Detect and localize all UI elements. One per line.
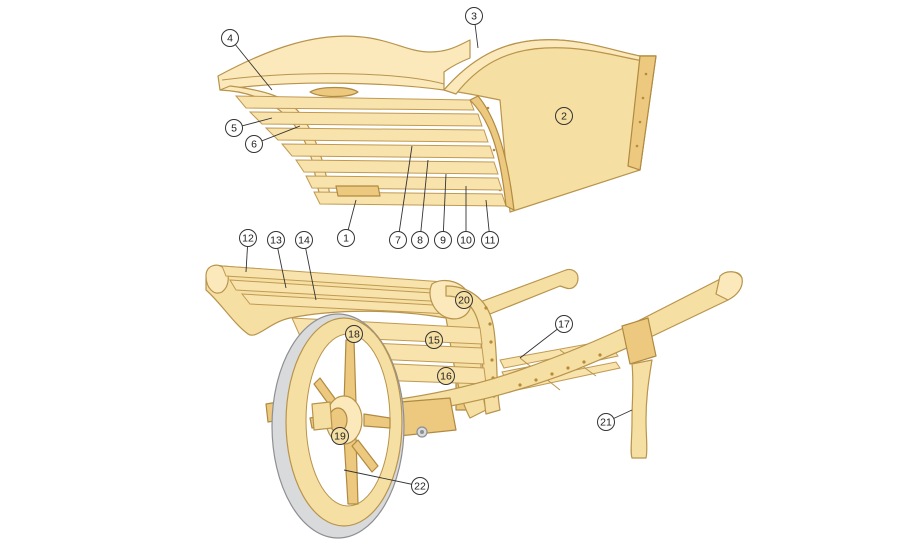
callout-label: 6 — [251, 139, 257, 151]
callout-10: 10 — [457, 231, 475, 249]
callout-label: 9 — [440, 235, 446, 247]
callout-circle — [239, 229, 257, 247]
leader-line-8 — [419, 159, 429, 241]
callout-label: 15 — [428, 335, 440, 347]
callout-label: 22 — [414, 481, 426, 493]
back-panel — [217, 35, 471, 91]
callout-circle — [221, 29, 239, 47]
callout-circle — [295, 231, 313, 249]
callout-label: 20 — [458, 295, 470, 307]
leader-line-22 — [343, 469, 421, 487]
hand-hole — [309, 86, 359, 98]
callout-label: 21 — [600, 417, 612, 429]
callout-circle — [245, 135, 263, 153]
callout-label: 11 — [485, 235, 496, 247]
callout-circle — [411, 231, 429, 249]
callout-20: 20 — [455, 291, 473, 309]
callout-22: 22 — [411, 477, 429, 495]
callout-15: 15 — [425, 331, 443, 349]
callout-circle — [481, 231, 499, 249]
axle — [311, 401, 333, 431]
callout-9: 9 — [434, 231, 452, 249]
callout-5: 5 — [225, 119, 243, 137]
callout-21: 21 — [597, 413, 615, 431]
callout-18: 18 — [345, 325, 363, 343]
callout-circle — [434, 231, 452, 249]
callout-label: 12 — [242, 233, 254, 245]
callout-label: 14 — [298, 235, 310, 247]
callout-11: 11 — [481, 231, 499, 249]
leader-line-7 — [397, 145, 413, 241]
callout-19: 19 — [331, 427, 349, 445]
callout-circle — [555, 315, 573, 333]
callout-7: 7 — [389, 231, 407, 249]
callout-label: 5 — [231, 123, 237, 135]
callout-circle — [331, 427, 349, 445]
front-end-panel — [627, 55, 657, 171]
leg-block — [621, 317, 657, 365]
callout-2: 2 — [555, 107, 573, 125]
leader-line-4 — [229, 37, 273, 91]
callout-label: 10 — [460, 235, 472, 247]
callout-label: 13 — [270, 235, 282, 247]
callout-label: 18 — [348, 329, 360, 341]
callout-label: 4 — [227, 33, 233, 45]
leader-line-17 — [519, 323, 565, 359]
rail-bolts — [518, 353, 602, 387]
callout-16: 16 — [437, 367, 455, 385]
callout-8: 8 — [411, 231, 429, 249]
rear-roll-end — [205, 264, 229, 294]
hopper-box — [217, 35, 657, 213]
bottom-cleat — [335, 185, 381, 197]
callout-17: 17 — [555, 315, 573, 333]
callout-circle — [267, 231, 285, 249]
callout-circle — [345, 325, 363, 343]
callout-12: 12 — [239, 229, 257, 247]
callout-circle — [465, 7, 483, 25]
callout-1: 1 — [337, 229, 355, 247]
leader-line-14 — [303, 239, 317, 301]
callout-circle — [389, 231, 407, 249]
far-handle-arm — [479, 268, 579, 315]
callout-circle — [457, 231, 475, 249]
callout-label: 1 — [343, 233, 349, 245]
callout-14: 14 — [295, 231, 313, 249]
callout-3: 3 — [465, 7, 483, 25]
callout-circle — [225, 119, 243, 137]
callout-label: 16 — [440, 371, 452, 383]
callout-circle — [411, 477, 429, 495]
callout-circle — [597, 413, 615, 431]
callout-4: 4 — [221, 29, 239, 47]
callout-circle — [425, 331, 443, 349]
near-handle-grip — [715, 271, 743, 301]
callout-label: 8 — [417, 235, 423, 247]
callout-label: 3 — [471, 11, 477, 23]
callout-circle — [555, 107, 573, 125]
callout-13: 13 — [267, 231, 285, 249]
wheel — [271, 313, 405, 539]
front-leg — [630, 359, 653, 459]
leader-line-9 — [442, 173, 447, 241]
callout-label: 7 — [395, 235, 401, 247]
callout-label: 2 — [561, 111, 567, 123]
callout-label: 19 — [334, 431, 346, 443]
callout-circle — [337, 229, 355, 247]
curved-rib — [469, 95, 515, 211]
callout-circle — [455, 291, 473, 309]
callout-6: 6 — [245, 135, 263, 153]
callout-circle — [437, 367, 455, 385]
callout-label: 17 — [558, 319, 570, 331]
